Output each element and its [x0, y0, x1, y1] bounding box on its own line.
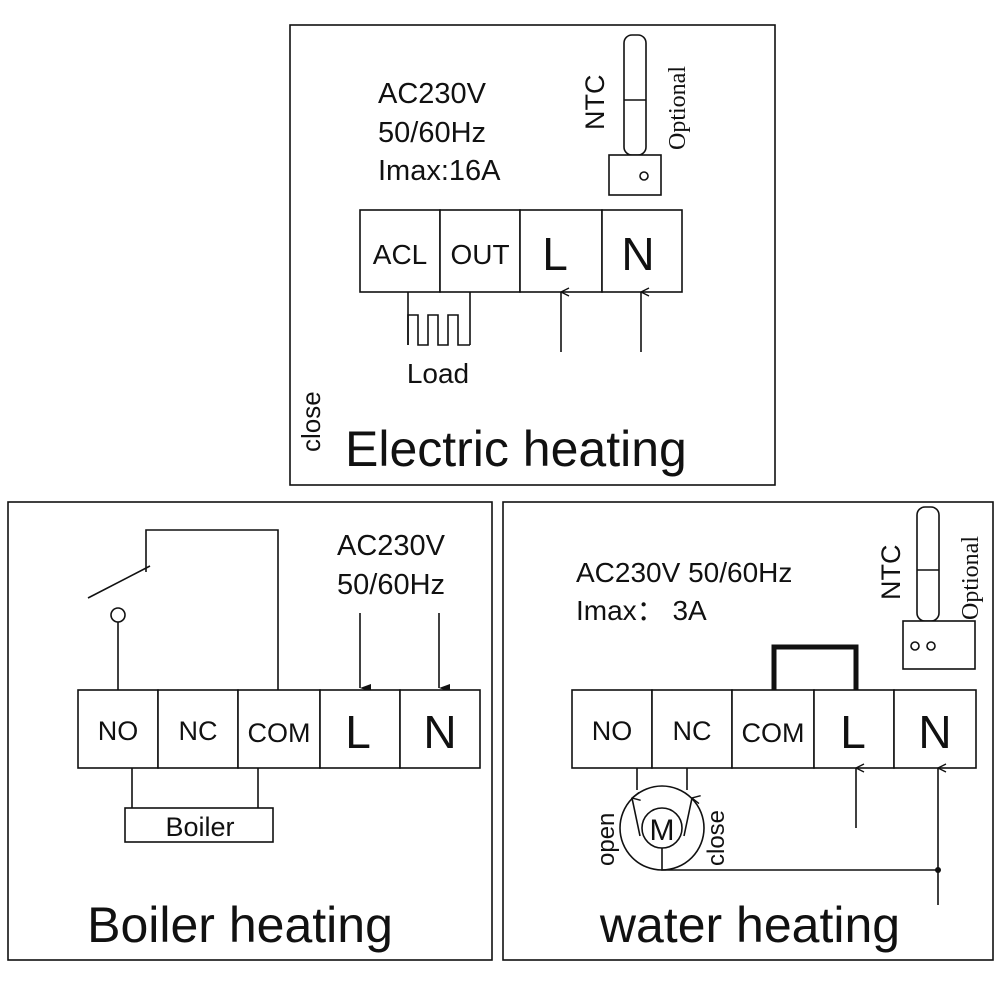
panel-frame — [7, 501, 493, 961]
terminal-label: L — [345, 706, 371, 758]
terminal-label: N — [621, 228, 654, 280]
load-label: Load — [407, 358, 469, 389]
spec-voltage: AC230V — [378, 78, 487, 110]
water-heating-title: water heating — [599, 897, 900, 953]
spec-current: Imax： 3A — [576, 595, 707, 626]
terminal-n — [399, 689, 481, 769]
open-label: open — [593, 813, 620, 866]
terminal-no — [77, 689, 159, 769]
ntc-probe — [916, 506, 940, 622]
spec-frequency: 50/60Hz — [378, 117, 486, 149]
terminal-com — [237, 689, 321, 769]
terminal-strip: ACL OUT L N — [359, 209, 683, 293]
ntc-sensor — [608, 34, 662, 196]
electric-heating-panel: AC230V 50/60Hz Imax:16A NTC Optional ACL… — [289, 24, 776, 486]
terminal-nc — [157, 689, 239, 769]
neutral-junction — [935, 867, 941, 873]
motor-neutral-wire — [661, 848, 938, 871]
terminal-label: NO — [592, 716, 633, 746]
com-wire — [145, 529, 279, 690]
load-heater — [407, 292, 471, 346]
close-label: close — [703, 810, 730, 866]
switch-arm — [87, 565, 151, 599]
terminal-label: COM — [742, 718, 805, 748]
spec-frequency: 50/60Hz — [337, 569, 445, 601]
terminal-out — [439, 209, 521, 293]
panel-frame — [289, 24, 776, 486]
terminal-nc — [651, 689, 733, 769]
terminal-acl — [359, 209, 441, 293]
terminal-com — [731, 689, 815, 769]
ntc-connector — [902, 620, 976, 670]
ntc-probe — [623, 34, 647, 156]
boiler-label: Boiler — [165, 812, 234, 842]
spec-power: AC230V 50/60Hz — [576, 557, 792, 588]
electric-heating-title: Electric heating — [345, 421, 687, 477]
ntc-label: NTC — [580, 75, 610, 131]
terminal-label: L — [542, 228, 568, 280]
terminal-n — [601, 209, 683, 293]
terminal-label: N — [423, 706, 456, 758]
open-direction-arrow — [632, 798, 640, 837]
terminal-strip: NO NC COM L N — [571, 689, 977, 769]
terminal-label: COM — [248, 718, 311, 748]
motor-label: M — [650, 814, 675, 847]
heater-element — [407, 314, 470, 346]
ntc-pin — [910, 641, 920, 651]
ntc-connector — [608, 154, 662, 196]
terminal-label: N — [918, 706, 951, 758]
terminal-label: NC — [673, 716, 712, 746]
panel-frame — [502, 501, 994, 961]
terminal-label: NC — [179, 716, 218, 746]
com-l-jumper — [771, 644, 859, 690]
boiler-heating-title: Boiler heating — [87, 897, 393, 953]
terminal-no — [571, 689, 653, 769]
spec-current: Imax:16A — [378, 155, 501, 187]
switch-contact — [110, 607, 126, 623]
close-label: close — [296, 391, 326, 452]
terminal-label: L — [840, 706, 866, 758]
relay-switch — [87, 529, 279, 690]
boiler-heating-panel: AC230V 50/60Hz NO NC COM L N B — [7, 501, 493, 961]
motor-valve: M — [619, 768, 941, 873]
close-direction-arrow — [683, 798, 692, 837]
terminal-label: OUT — [450, 239, 509, 270]
optional-label: Optional — [665, 66, 691, 150]
terminal-label: NO — [98, 716, 139, 746]
ntc-label: NTC — [876, 545, 906, 601]
ntc-pin — [926, 641, 936, 651]
terminal-l — [813, 689, 895, 769]
terminal-strip: NO NC COM L N — [77, 689, 481, 769]
water-heating-panel: AC230V 50/60Hz Imax： 3A NTC Optional NO … — [502, 501, 994, 961]
boiler-device — [124, 807, 274, 843]
terminal-n — [893, 689, 977, 769]
ntc-pin — [639, 171, 649, 181]
optional-label: Optional — [958, 536, 984, 620]
spec-voltage: AC230V — [337, 530, 446, 562]
terminal-label: ACL — [373, 239, 427, 270]
ntc-sensor — [902, 506, 976, 670]
